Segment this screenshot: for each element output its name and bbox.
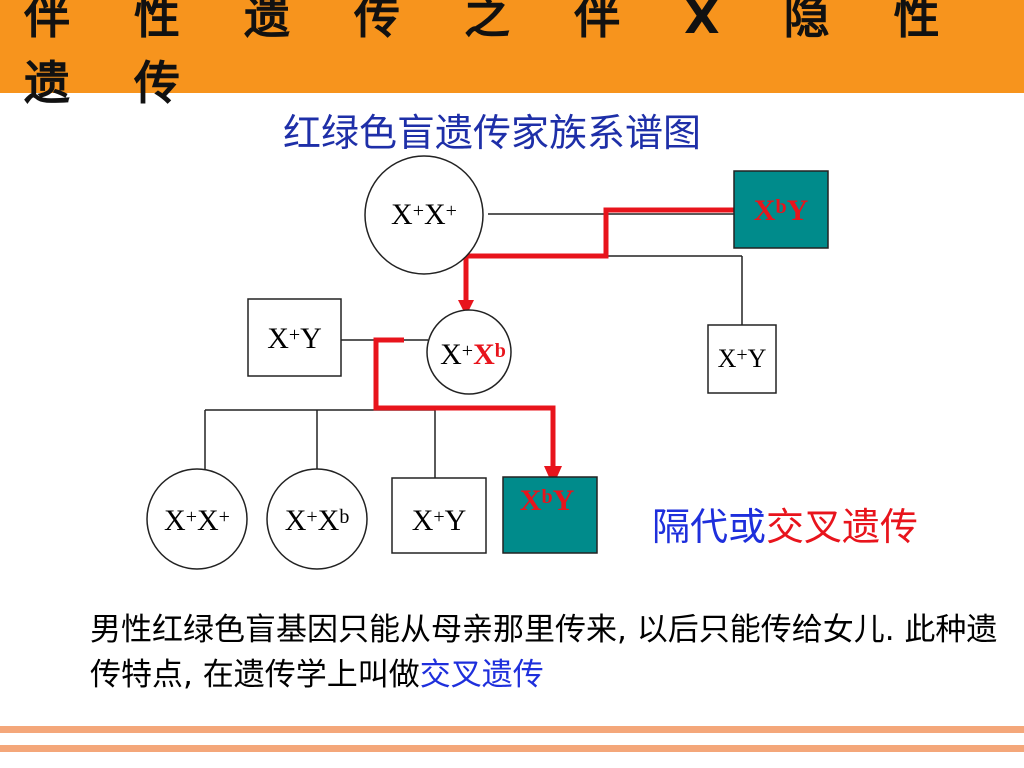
diagram-subtitle: 红绿色盲遗传家族系谱图 — [282, 111, 701, 155]
genotype-uncle: X+Y — [717, 343, 767, 374]
pattern-part1: 隔代或 — [652, 505, 767, 549]
description-text: 男性红绿色盲基因只能从母亲那里传来, 以后只能传给女儿. 此种遗传特点, 在遗传… — [90, 608, 1010, 698]
title-bar: 伴 性 遗 传 之 伴 X 隐 性 遗 传 — [0, 0, 1024, 110]
footer-rule-1 — [0, 726, 1024, 733]
uncle-square — [707, 324, 777, 394]
daughter1-circle — [146, 468, 248, 570]
father-square — [247, 298, 342, 377]
son1-square — [391, 477, 487, 554]
path-mother-to-son — [373, 337, 556, 468]
path-grandfather-to-mother — [463, 207, 734, 302]
son2-square — [502, 476, 598, 554]
inheritance-pattern-label: 隔代或交叉遗传 — [652, 496, 918, 551]
description-body: 男性红绿色盲基因只能从母亲那里传来, 以后只能传给女儿. 此种遗传特点, 在遗传… — [90, 612, 998, 693]
daughter2-circle — [266, 468, 368, 570]
genotype-father: X+Y — [267, 322, 322, 355]
genotype-son1: X+Y — [411, 504, 467, 537]
description-highlight: 交叉遗传 — [419, 657, 544, 693]
page-title: 伴 性 遗 传 之 伴 X 隐 性 遗 传 — [24, 0, 964, 110]
inheritance-path — [373, 207, 734, 468]
mother-circle — [426, 309, 512, 395]
arrowhead-to-mother — [458, 300, 474, 316]
grandfather-square — [733, 170, 829, 249]
footer-rule-2 — [0, 745, 1024, 752]
pattern-part2: 交叉遗传 — [766, 505, 919, 549]
genotype-grandmother: X+X+ — [391, 198, 457, 231]
grandmother-circle — [364, 155, 484, 275]
genotype-daughter1: X+X+ — [164, 504, 230, 537]
pedigree-connectors — [204, 213, 743, 478]
arrowhead-to-son — [544, 466, 562, 486]
